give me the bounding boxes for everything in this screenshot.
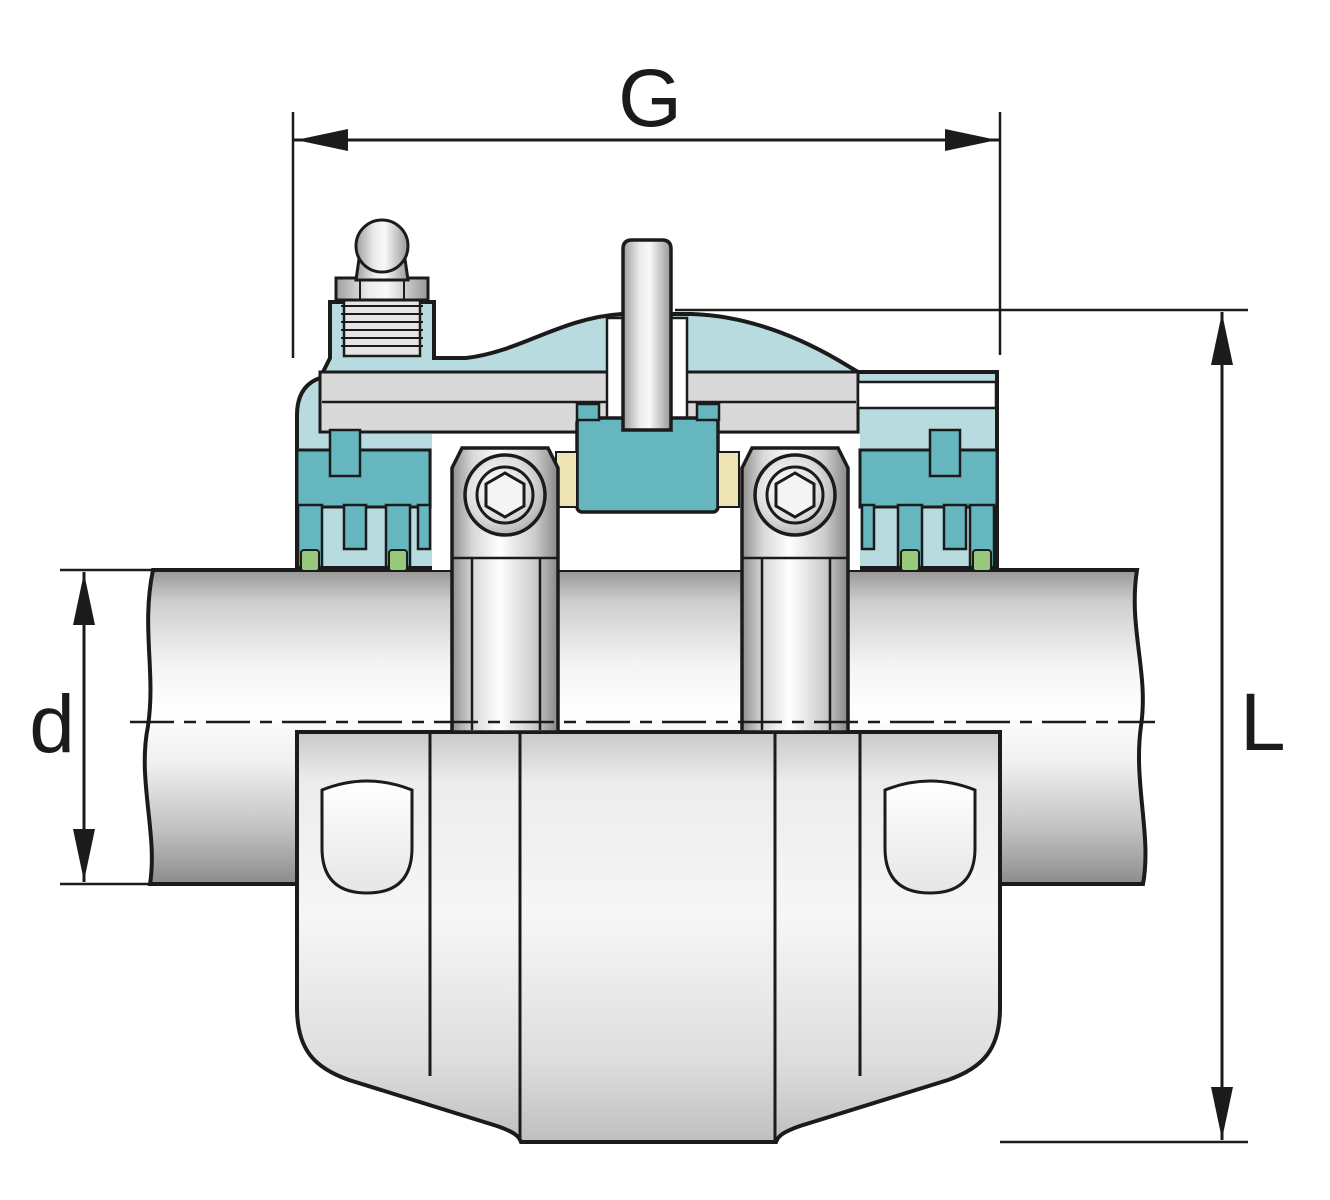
screw-ring-right [765, 465, 825, 525]
seal-prong-left [328, 428, 362, 478]
hex-socket-screw-left [463, 453, 547, 537]
housing-relief-arch-right [883, 779, 977, 895]
lower-housing [295, 730, 1002, 1144]
seal-ring-green-2 [388, 549, 408, 572]
dimension-d-label: d [29, 679, 75, 770]
screw-hex-socket-right [774, 471, 816, 519]
adapter-ear-left [575, 402, 601, 422]
lower-housing-body [295, 730, 1002, 1144]
hex-socket-screw-right [753, 453, 837, 537]
adapter-ear-right [695, 402, 721, 422]
grease-nipple [334, 218, 430, 358]
dimension-d-arrow-bottom [73, 829, 95, 881]
nipple-ball-head [354, 218, 410, 274]
dimension-d: d [29, 568, 155, 886]
cap-side-groove [856, 380, 998, 410]
labyrinth-seal-right [858, 428, 999, 569]
housing-relief-arch-left [320, 779, 414, 895]
labyrinth-seal-left [295, 428, 432, 569]
screw-ring-left [475, 465, 535, 525]
dimension-l-arrow-bottom [1211, 1087, 1233, 1139]
bearing-front-detail-lines [452, 556, 848, 730]
dimension-g-arrow-left [296, 129, 348, 151]
dimension-g: G [291, 53, 1002, 358]
seal-ring-green-3 [900, 549, 920, 572]
dimension-g-label: G [618, 53, 682, 144]
cage-strips [555, 451, 740, 508]
locating-pin [621, 238, 673, 432]
dimension-l: L [675, 308, 1286, 1144]
dimension-l-arrow-top [1211, 313, 1233, 365]
nipple-thread-ridges [341, 305, 423, 347]
cage-strip-right [717, 451, 740, 508]
seal-ring-green-4 [972, 549, 992, 572]
seal-ring-green-1 [300, 549, 320, 572]
dimension-g-arrow-right [945, 129, 997, 151]
dimension-l-label: L [1240, 677, 1286, 768]
seal-rings-green [300, 549, 992, 572]
lower-housing-edge-lines [428, 734, 862, 1140]
screw-hex-socket-left [484, 471, 526, 519]
adapter-block [575, 416, 720, 514]
seal-prong-right [928, 428, 962, 478]
dimension-d-arrow-top [73, 573, 95, 625]
